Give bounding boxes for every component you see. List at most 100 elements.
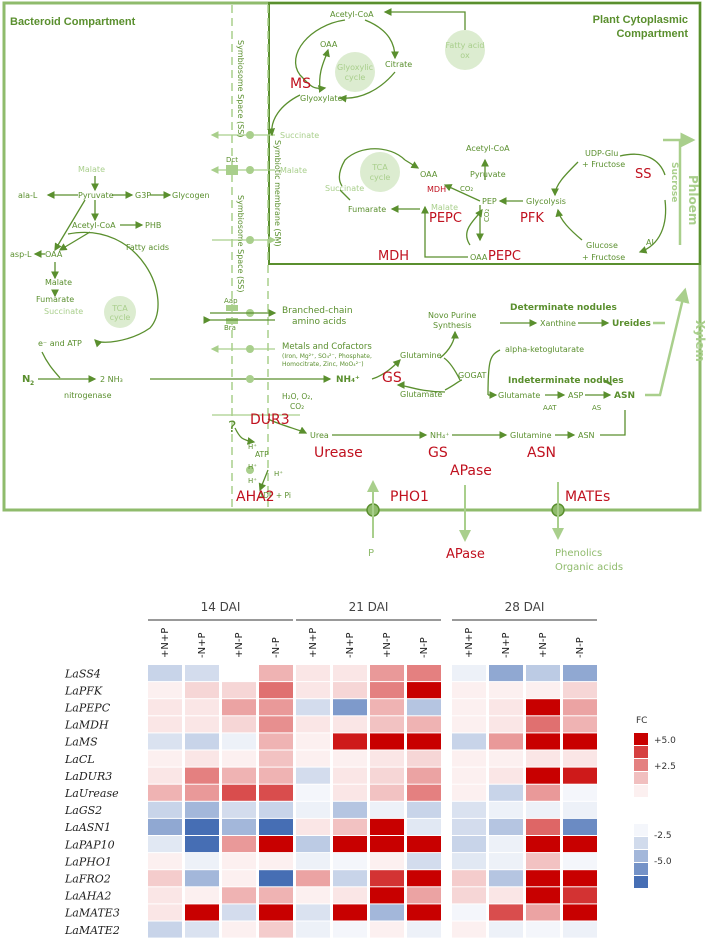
- heatmap-cell: [489, 870, 523, 887]
- heatmap-cell: [489, 682, 523, 699]
- heatmap-cell: [563, 818, 597, 835]
- heatmap-cell: [526, 818, 560, 835]
- p-as: AS: [592, 404, 602, 412]
- fattyacid-label2: ox: [460, 51, 470, 60]
- heatmap-cell: [489, 767, 523, 784]
- heatmap-cell: [333, 870, 367, 887]
- gene-label: LaMDH: [64, 719, 109, 732]
- heatmap-cell: [185, 904, 219, 921]
- p-ai: AI: [646, 238, 654, 247]
- heatmap-cell: [333, 682, 367, 699]
- heatmap-cell: [452, 665, 486, 682]
- heatmap-cell: [526, 801, 560, 818]
- heatmap-cell: [526, 716, 560, 733]
- ss-aap: [226, 305, 238, 311]
- heatmap-cell: [489, 853, 523, 870]
- heatmap-cell: [222, 733, 256, 750]
- p-fructose: + Fructose: [582, 160, 625, 169]
- heatmap-cell: [296, 665, 330, 682]
- heatmap-cell: [489, 818, 523, 835]
- gene-label: LaAHA2: [64, 890, 111, 903]
- heatmap-cell: [407, 921, 441, 938]
- heatmap-cell: [563, 750, 597, 767]
- heatmap-cell: [222, 665, 256, 682]
- symbiosome-space-label: Symbiosome Space (SS): [236, 40, 245, 137]
- b-ala: ala-L: [18, 191, 38, 200]
- heatmap-cell: [370, 853, 404, 870]
- p-acetylcoa2: Acetyl-CoA: [466, 144, 510, 153]
- p-nh4: NH₄⁺: [430, 431, 449, 440]
- heatmap-cell: [526, 836, 560, 853]
- heatmap-cell: [185, 870, 219, 887]
- ss-question: ?: [228, 417, 237, 436]
- p-aat: AAT: [543, 404, 557, 412]
- b-phb: PHB: [145, 221, 161, 230]
- heatmap-cell: [222, 801, 256, 818]
- p-phosphate: P: [368, 548, 374, 559]
- p-pyruvate: Pyruvate: [470, 170, 506, 179]
- symbiosome-space-label-2: Symbiosome Space (SS): [236, 195, 245, 292]
- heatmap-cell: [148, 818, 182, 835]
- plant-label-1: Plant Cytoplasmic: [593, 14, 688, 26]
- p-citrate: Citrate: [385, 60, 412, 69]
- ss-h4: H⁺: [274, 470, 283, 478]
- heatmap-cell: [526, 870, 560, 887]
- ss-dct-label: Dct: [226, 156, 238, 164]
- heatmap-cell: [489, 784, 523, 801]
- nitrogen-metabolism-diagram: Bacteroid Compartment Plant Cytoplasmic …: [2, 1, 707, 573]
- gene-label: LaSS4: [64, 667, 101, 680]
- legend-tick: -5.0: [654, 857, 672, 867]
- p-tca-blob: [360, 152, 400, 192]
- treatment-label: +N-P: [382, 633, 393, 659]
- ss-adp: ADP + Pi: [258, 491, 291, 500]
- heatmap-cell: [222, 836, 256, 853]
- glyox-label2: cycle: [345, 73, 366, 82]
- legend-tick: +2.5: [654, 762, 676, 772]
- heatmap-cell: [452, 870, 486, 887]
- heatmap-cell: [563, 733, 597, 750]
- legend-swatch: [634, 863, 648, 875]
- heatmap-cell: [370, 870, 404, 887]
- ss-metals2: (Iron, Mg²⁺, SO₄²⁻, Phosphate,: [282, 353, 372, 360]
- treatment-label: +N+P: [160, 628, 171, 658]
- p-sucrose: Sucrose: [669, 162, 679, 202]
- ss-co2: CO₂: [290, 402, 304, 411]
- b-tca-label: TCA: [111, 304, 128, 313]
- heatmap-cell: [185, 665, 219, 682]
- heatmap-cell: [296, 784, 330, 801]
- b-tca-blob: [104, 296, 136, 328]
- fattyacid-blob: [445, 30, 485, 70]
- heatmap-cell: [489, 716, 523, 733]
- heatmap-cell: [296, 870, 330, 887]
- heatmap-cell: [222, 682, 256, 699]
- heatmap-cell: [526, 887, 560, 904]
- p-asp: ASP: [568, 391, 584, 400]
- heatmap-cell: [259, 682, 293, 699]
- heatmap-cell: [333, 887, 367, 904]
- legend-swatch: [634, 759, 648, 771]
- p-tca-label: TCA: [371, 163, 388, 172]
- heatmap-cell: [148, 784, 182, 801]
- heatmap-cell: [452, 750, 486, 767]
- heatmap-cell: [407, 818, 441, 835]
- ss-branched1: Branched-chain: [282, 306, 353, 316]
- ss-atp: ATP: [255, 450, 269, 459]
- heatmap-cell: [370, 716, 404, 733]
- heatmap-cell: [185, 853, 219, 870]
- heatmap-cell: [452, 887, 486, 904]
- heatmap-cell: [563, 699, 597, 716]
- b-succinate: Succinate: [44, 307, 83, 316]
- heatmap-cell: [370, 887, 404, 904]
- ss-malate: Malate: [280, 166, 307, 175]
- heatmap-cell: [370, 818, 404, 835]
- heatmap-cell: [296, 818, 330, 835]
- heatmap-cell: [452, 921, 486, 938]
- ss-h2: H⁺: [248, 463, 257, 471]
- p-succinate: Succinate: [325, 184, 364, 193]
- heatmap-cell: [185, 716, 219, 733]
- heatmap-cell: [407, 767, 441, 784]
- enzyme-pho1: PHO1: [390, 489, 429, 505]
- heatmap-cell: [148, 682, 182, 699]
- heatmap-cell: [333, 699, 367, 716]
- p-glucose: Glucose: [586, 241, 618, 250]
